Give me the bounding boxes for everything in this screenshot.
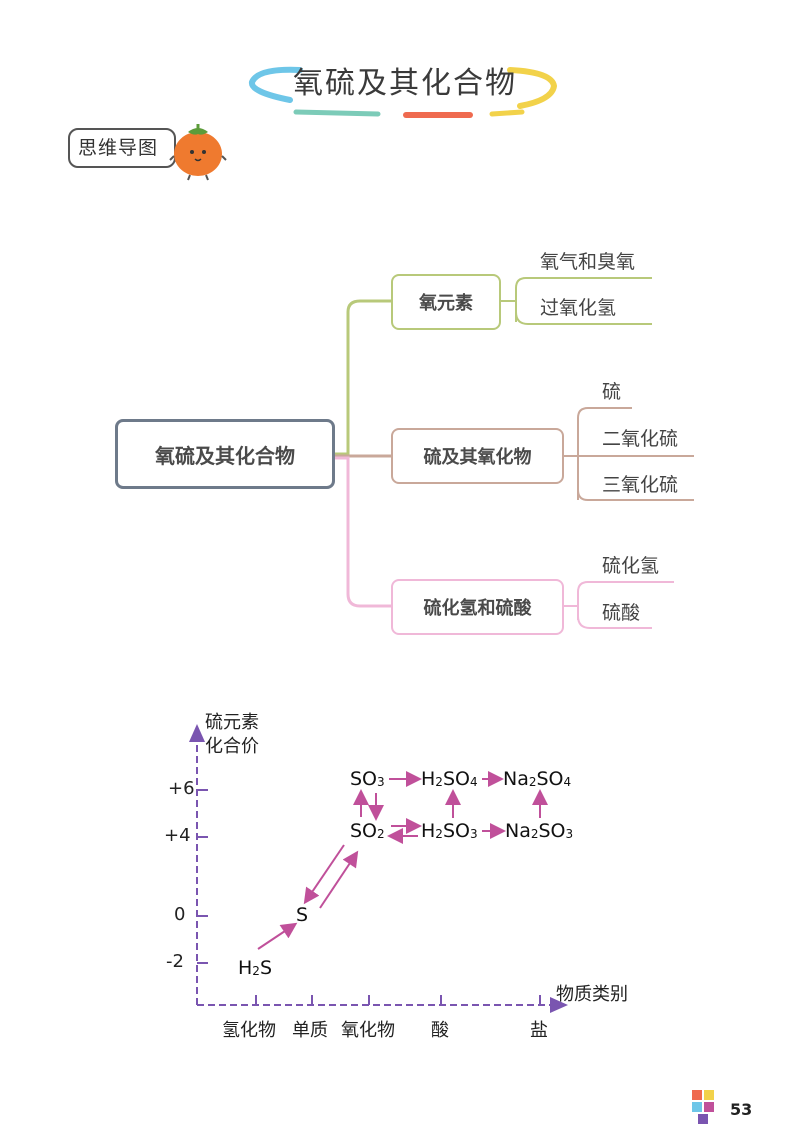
y-axis-label-line1: 硫元素 bbox=[205, 712, 259, 733]
persimmon-mascot-icon bbox=[169, 124, 227, 181]
branch-oxygen-element: 氧元素 bbox=[391, 274, 501, 330]
leaf-sulfuric-acid: 硫酸 bbox=[602, 602, 641, 624]
mindmap-root: 氧硫及其化合物 bbox=[115, 419, 335, 489]
xtick-acid: 酸 bbox=[431, 1020, 449, 1041]
leaf-sulfur-dioxide: 二氧化硫 bbox=[602, 428, 679, 450]
leaf-hydrogen-peroxide: 过氧化氢 bbox=[540, 297, 617, 319]
mindmap-connectors bbox=[335, 277, 694, 629]
species-so3: SO3 bbox=[350, 768, 385, 790]
ytick-plus4: +4 bbox=[164, 825, 191, 846]
xtick-salt: 盐 bbox=[530, 1020, 548, 1041]
x-axis-label: 物质类别 bbox=[556, 984, 628, 1005]
xtick-oxide: 氧化物 bbox=[341, 1020, 395, 1041]
leaf-sulfur-trioxide: 三氧化硫 bbox=[602, 474, 679, 496]
arrow-so2-s bbox=[303, 844, 345, 905]
species-h2s: H2S bbox=[238, 957, 272, 979]
leaf-oxygen-ozone: 氧气和臭氧 bbox=[540, 251, 636, 273]
species-na2so3: Na2SO3 bbox=[505, 820, 574, 842]
species-na2so4: Na2SO4 bbox=[503, 768, 572, 790]
species-h2so4: H2SO4 bbox=[421, 768, 478, 790]
branch-sulfur-oxides: 硫及其氧化物 bbox=[391, 428, 564, 484]
y-axis-label-line2: 化合价 bbox=[205, 736, 259, 757]
xtick-element: 单质 bbox=[292, 1020, 328, 1041]
valence-chart bbox=[189, 724, 568, 1013]
title-decoration bbox=[249, 66, 558, 118]
arrow-h2s-s bbox=[257, 922, 298, 950]
ytick-plus6: +6 bbox=[168, 778, 195, 799]
species-h2so3: H2SO3 bbox=[421, 820, 478, 842]
reaction-arrows bbox=[257, 771, 548, 950]
species-so2: SO2 bbox=[350, 820, 385, 842]
arrow-s-so2 bbox=[319, 850, 359, 909]
title-swoosh-blue bbox=[249, 66, 303, 103]
title-underline-yellow bbox=[489, 109, 525, 117]
title-swoosh-yellow bbox=[507, 67, 558, 109]
xtick-hydride: 氢化物 bbox=[222, 1020, 276, 1041]
page-title: 氧硫及其化合物 bbox=[293, 66, 517, 101]
title-underline-teal bbox=[293, 109, 381, 117]
ytick-zero: 0 bbox=[174, 904, 186, 925]
leaf-sulfur: 硫 bbox=[602, 381, 622, 403]
branch-h2s-sulfuric-acid: 硫化氢和硫酸 bbox=[391, 579, 564, 635]
publisher-logo-icon bbox=[692, 1090, 714, 1124]
species-s: S bbox=[296, 904, 309, 926]
leaf-hydrogen-sulfide: 硫化氢 bbox=[602, 555, 660, 577]
page-number: 53 bbox=[730, 1100, 753, 1119]
ytick-minus2: -2 bbox=[166, 951, 184, 972]
